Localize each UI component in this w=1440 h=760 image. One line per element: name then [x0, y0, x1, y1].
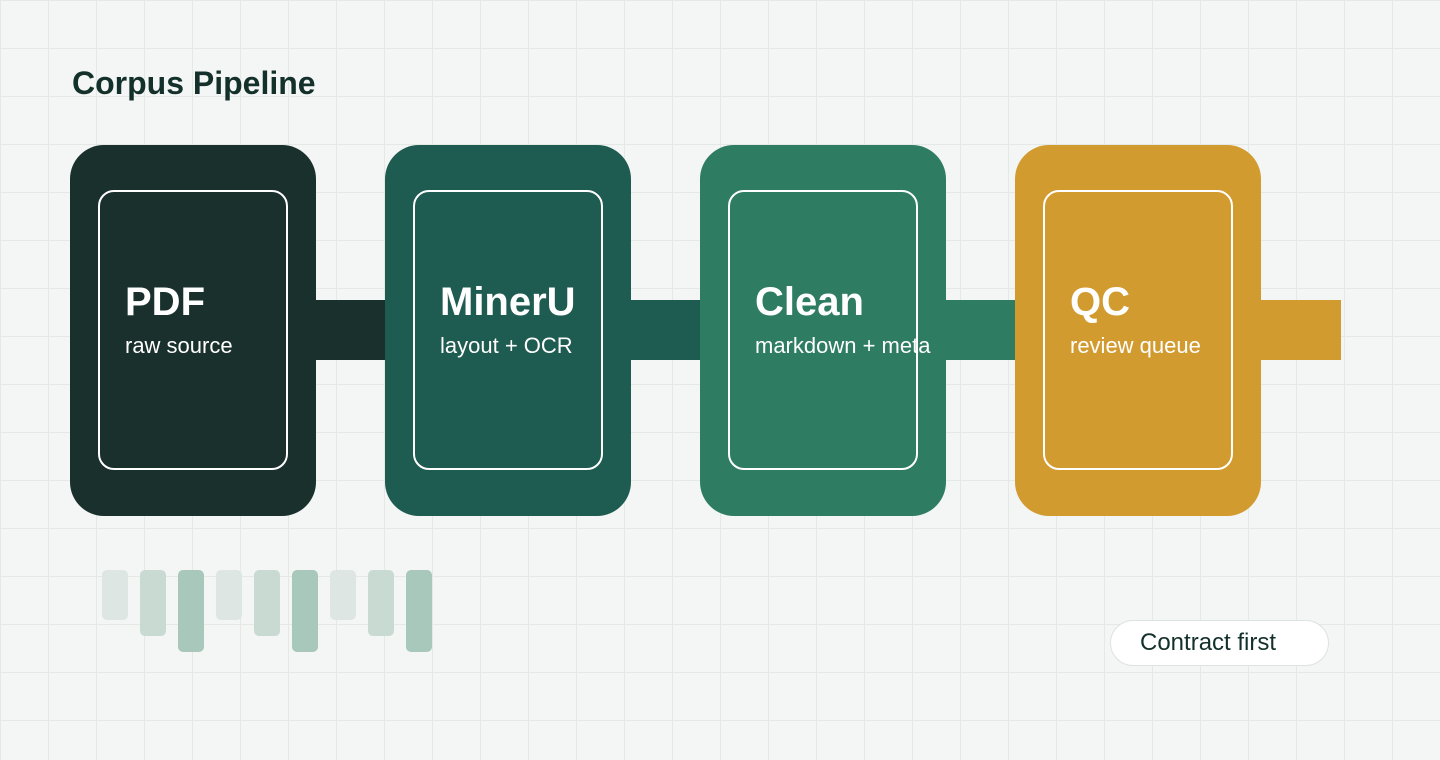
connector-qc-out: [1261, 300, 1341, 360]
decorative-bar: [216, 570, 242, 620]
decorative-bar: [178, 570, 204, 652]
contract-first-badge: Contract first: [1110, 620, 1329, 666]
decorative-bar: [102, 570, 128, 620]
stage-clean: Clean markdown + meta: [700, 145, 946, 516]
page-title: Corpus Pipeline: [72, 65, 316, 101]
decorative-bar: [330, 570, 356, 620]
stage-frame: [1043, 190, 1233, 470]
stage-mineru: MinerU layout + OCR: [385, 145, 631, 516]
stage-name: Clean: [755, 280, 864, 324]
stage-name: PDF: [125, 280, 205, 324]
stage-frame: [98, 190, 288, 470]
connector-mineru-clean: [631, 300, 700, 360]
stage-pdf: PDF raw source: [70, 145, 316, 516]
stage-frame: [413, 190, 603, 470]
stage-description: raw source: [125, 333, 233, 358]
decorative-bar: [292, 570, 318, 652]
stage-name: QC: [1070, 280, 1130, 324]
decorative-bar: [254, 570, 280, 636]
stage-name: MinerU: [440, 280, 576, 324]
stage-frame: [728, 190, 918, 470]
stage-description: layout + OCR: [440, 333, 573, 358]
decorative-bar: [368, 570, 394, 636]
connector-clean-qc: [946, 300, 1015, 360]
connector-pdf-mineru: [316, 300, 385, 360]
decorative-bar: [406, 570, 432, 652]
decorative-bar: [140, 570, 166, 636]
stage-description: review queue: [1070, 333, 1201, 358]
stage-description: markdown + meta: [755, 333, 931, 358]
stage-qc: QC review queue: [1015, 145, 1261, 516]
